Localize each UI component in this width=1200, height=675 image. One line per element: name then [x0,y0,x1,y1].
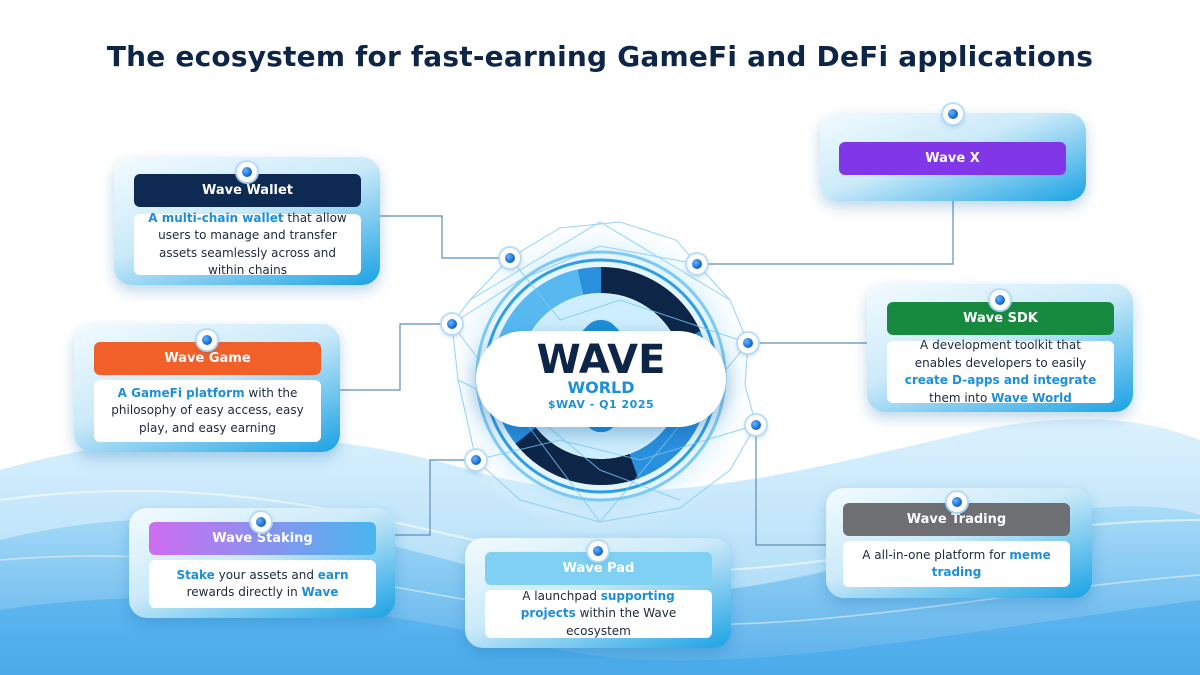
hub-node-dot [466,450,486,470]
page-title: The ecosystem for fast-earning GameFi an… [106,40,1094,73]
card-node-dot [197,330,217,350]
card-description: A all-in-one platform for meme trading [843,541,1070,587]
hub-title: WAVE [536,337,666,383]
highlighted-text: meme trading [931,547,1051,580]
hub-node-dot [746,415,766,435]
body-text: A all-in-one platform for [862,547,1010,562]
card-node-dot [943,104,963,124]
card-node-dot [588,541,608,561]
hub-node-dot [738,333,758,353]
card-node-dot [947,492,967,512]
card-node-dot [251,512,271,532]
highlighted-text: Wave [301,585,339,599]
card-description: A GameFi platform with the philosophy of… [94,380,321,442]
body-text: your assets and [214,567,318,582]
highlighted-text: create D-apps and integrate [904,373,1097,387]
body-text: within the Wave ecosystem [566,606,677,638]
hub-subtitle: WORLD [567,378,635,397]
highlighted-text: supporting projects [520,588,675,621]
highlighted-text: earn [317,567,349,582]
card-title: Wave X [839,142,1066,175]
body-text: A development toolkit that enables devel… [914,338,1087,370]
card-title: Wave Trading [843,503,1070,536]
card-title: Wave SDK [887,302,1114,335]
body-text: A launchpad [522,588,601,603]
card-description: A multi-chain wallet that allow users to… [134,210,361,278]
card-description: A development toolkit that enables devel… [887,338,1114,405]
hub-node-dot [442,314,462,334]
body-text: them into [929,390,992,405]
body-text: with the philosophy of easy access, easy… [111,385,304,435]
hub-label-pill [476,331,726,427]
hub-node-dot [500,248,520,268]
highlighted-text: A GameFi platform [117,385,245,400]
body-text: rewards directly in [186,585,302,599]
card-node-dot [990,290,1010,310]
card-description: A launchpad supporting projects within t… [485,588,712,638]
card-node-dot [237,162,257,182]
card-wave-x[interactable]: Wave X [820,113,1086,201]
body-text: that allow users to manage and transfer … [158,210,347,278]
hub-ticker: $WAV - Q1 2025 [547,398,655,411]
highlighted-text: Stake [176,567,215,582]
highlighted-text: A multi-chain wallet [148,210,284,225]
hub-node-dot [687,254,707,274]
card-wave-staking[interactable]: Wave Staking Stake your assets and earn … [129,508,395,618]
card-description: Stake your assets and earn rewards direc… [149,560,376,608]
highlighted-text: Wave World [991,390,1072,405]
